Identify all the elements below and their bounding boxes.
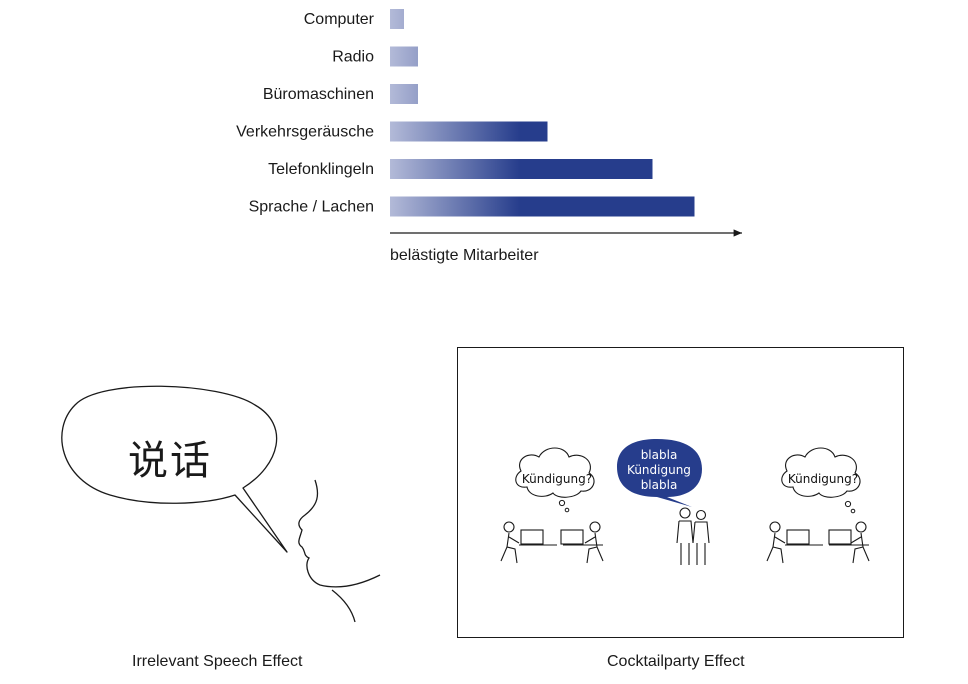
speech-chinese-text: 说话 bbox=[128, 438, 212, 484]
bubble-line-3: blabla bbox=[641, 478, 678, 492]
thought-cloud-right: Kündigung? bbox=[781, 447, 861, 514]
desk-scene-left bbox=[500, 521, 604, 564]
speech-illustration bbox=[61, 385, 381, 623]
category-label: Computer bbox=[304, 11, 375, 28]
cocktailparty-frame bbox=[457, 347, 904, 638]
category-label: Telefonklingeln bbox=[268, 161, 374, 178]
noise-annoyance-bar-chart: ComputerRadioBüromaschinenVerkehrsgeräus… bbox=[236, 9, 742, 237]
bar-büromaschinen bbox=[390, 84, 418, 104]
bar-computer bbox=[390, 9, 404, 29]
neck-line bbox=[331, 589, 356, 623]
bars-group bbox=[390, 9, 695, 217]
cocktailparty-illustration: Kündigung? Kündigung? blabla Kündigung b… bbox=[500, 439, 870, 565]
speech-bubble bbox=[61, 385, 288, 553]
thought-text-left: Kündigung? bbox=[522, 472, 592, 486]
x-axis-label: belästigte Mitarbeiter bbox=[390, 247, 539, 264]
center-speech-bubble: blabla Kündigung blabla bbox=[617, 439, 702, 507]
bar-telefonklingeln bbox=[390, 159, 653, 179]
category-label: Verkehrsgeräusche bbox=[236, 124, 374, 141]
face-profile bbox=[298, 479, 381, 588]
category-label: Radio bbox=[332, 49, 374, 66]
cocktailparty-caption: Cocktailparty Effect bbox=[607, 653, 745, 670]
bar-sprache-lachen bbox=[390, 196, 695, 217]
bubble-line-2: Kündigung bbox=[627, 463, 691, 477]
irrelevant-speech-caption: Irrelevant Speech Effect bbox=[132, 653, 303, 670]
category-labels: ComputerRadioBüromaschinenVerkehrsgeräus… bbox=[236, 11, 375, 216]
bar-verkehrsgeräusche bbox=[390, 121, 548, 142]
bar-radio bbox=[390, 46, 418, 67]
desk-scene-right bbox=[766, 521, 870, 564]
category-label: Büromaschinen bbox=[263, 86, 374, 103]
standing-people bbox=[676, 507, 710, 565]
category-label: Sprache / Lachen bbox=[249, 199, 374, 216]
bubble-line-1: blabla bbox=[641, 448, 678, 462]
thought-text-right: Kündigung? bbox=[788, 472, 858, 486]
thought-cloud-left: Kündigung? bbox=[515, 447, 595, 513]
